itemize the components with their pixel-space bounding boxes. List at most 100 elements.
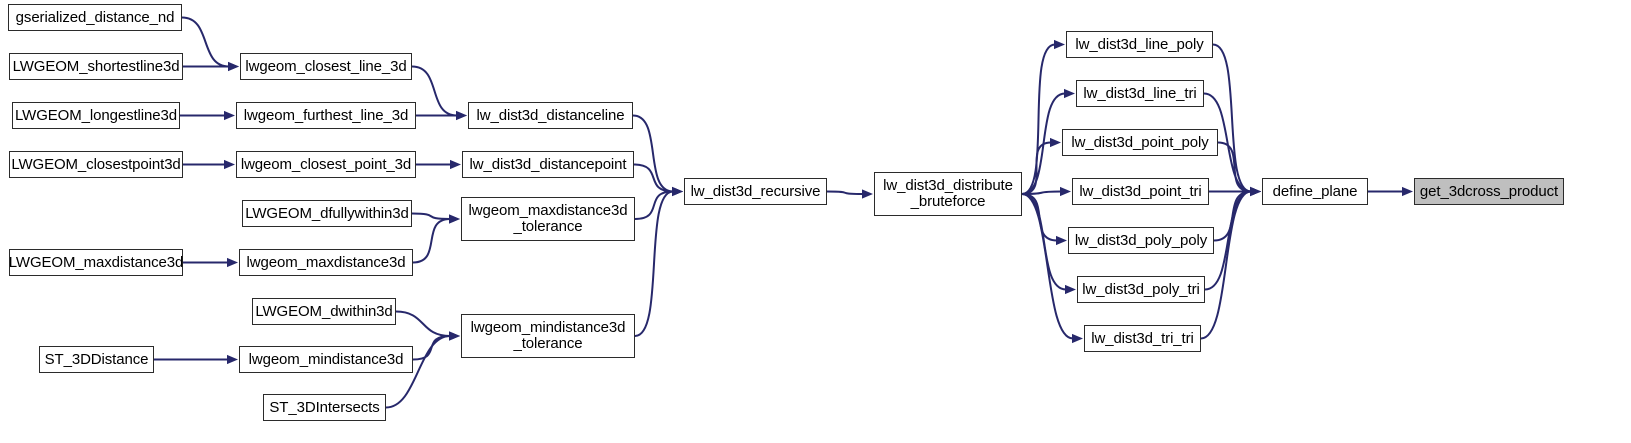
graph-edge-lwgeom_maxdistance3d_tolerance-to-lw_dist3d_recursive xyxy=(634,186,683,220)
edge-line xyxy=(412,335,451,361)
graph-edge-lw_dist3d_tri_tri-to-define_plane xyxy=(1200,186,1261,340)
edge-arrowhead-icon xyxy=(1056,235,1067,246)
graph-node-label: lw_dist3d_point_tri xyxy=(1079,182,1202,200)
edge-line xyxy=(1021,190,1062,195)
edge-arrowhead-icon xyxy=(449,331,460,341)
graph-node-label: lw_dist3d_distanceline xyxy=(476,106,625,124)
graph-node-label: lw_dist3d_line_tri xyxy=(1083,84,1197,102)
graph-edge-LWGEOM_dwithin3d-to-lwgeom_mindistance3d_tolerance xyxy=(395,310,460,341)
graph-edge-define_plane-to-get_3dcross_product xyxy=(1368,186,1413,197)
edge-line xyxy=(395,310,451,337)
graph-node-lw_dist3d_line_tri[interactable]: lw_dist3d_line_tri xyxy=(1076,80,1204,107)
graph-node-lwgeom_furthest_line_3d[interactable]: lwgeom_furthest_line_3d xyxy=(236,102,416,129)
edge-line xyxy=(411,65,458,117)
edge-arrowhead-icon xyxy=(1064,88,1075,99)
edge-line xyxy=(1217,141,1252,193)
edge-arrowhead-icon xyxy=(1402,186,1413,197)
graph-edge-lw_dist3d_distribute_bruteforce-to-lw_dist3d_line_poly xyxy=(1021,39,1065,195)
edge-arrowhead-icon xyxy=(1250,186,1261,197)
graph-node-define_plane[interactable]: define_plane xyxy=(1262,178,1368,205)
graph-node-LWGEOM_maxdistance3d[interactable]: LWGEOM_maxdistance3d xyxy=(9,249,183,276)
edge-arrowhead-icon xyxy=(1054,39,1065,50)
edge-arrowhead-icon xyxy=(449,331,460,341)
graph-node-label: lwgeom_closest_line_3d xyxy=(245,57,407,75)
graph-node-get_3dcross_product[interactable]: get_3dcross_product xyxy=(1414,178,1564,205)
graph-node-lw_dist3d_point_poly[interactable]: lw_dist3d_point_poly xyxy=(1062,129,1218,156)
graph-edge-lw_dist3d_distanceline-to-lw_dist3d_recursive xyxy=(632,114,683,197)
edge-line xyxy=(1021,193,1058,242)
graph-edge-LWGEOM_maxdistance3d-to-lwgeom_maxdistance3d xyxy=(183,257,238,268)
edge-line xyxy=(181,16,230,68)
graph-node-lw_dist3d_poly_tri[interactable]: lw_dist3d_poly_tri xyxy=(1077,276,1205,303)
graph-node-lwgeom_closest_point_3d[interactable]: lwgeom_closest_point_3d xyxy=(236,151,416,178)
graph-node-LWGEOM_longestline3d[interactable]: LWGEOM_longestline3d xyxy=(12,102,180,129)
graph-node-LWGEOM_dwithin3d[interactable]: LWGEOM_dwithin3d xyxy=(252,298,396,325)
edge-arrowhead-icon xyxy=(1250,186,1261,197)
graph-node-lwgeom_mindistance3d[interactable]: lwgeom_mindistance3d xyxy=(239,346,413,373)
edge-line xyxy=(1021,141,1052,195)
graph-node-label: lw_dist3d_recursive xyxy=(690,182,821,200)
graph-node-lw_dist3d_distanceline[interactable]: lw_dist3d_distanceline xyxy=(468,102,633,129)
edge-line xyxy=(1200,190,1252,340)
edge-arrowhead-icon xyxy=(449,214,460,224)
graph-node-lw_dist3d_tri_tri[interactable]: lw_dist3d_tri_tri xyxy=(1084,325,1201,352)
graph-node-ST_3DIntersects[interactable]: ST_3DIntersects xyxy=(263,394,386,421)
graph-node-gserialized_distance_nd[interactable]: gserialized_distance_nd xyxy=(8,4,182,31)
graph-node-LWGEOM_dfullywithin3d[interactable]: LWGEOM_dfullywithin3d xyxy=(242,200,412,227)
graph-node-lwgeom_maxdistance3d[interactable]: lwgeom_maxdistance3d xyxy=(239,249,413,276)
graph-edge-lw_dist3d_distribute_bruteforce-to-lw_dist3d_point_tri xyxy=(1021,186,1071,197)
graph-node-LWGEOM_closestpoint3d[interactable]: LWGEOM_closestpoint3d xyxy=(9,151,183,178)
edge-arrowhead-icon xyxy=(672,186,683,197)
graph-node-label: lwgeom_maxdistance3d _tolerance xyxy=(468,202,628,235)
edge-line xyxy=(411,212,451,220)
graph-edge-lwgeom_maxdistance3d-to-lwgeom_maxdistance3d_tolerance xyxy=(412,214,460,264)
edge-arrowhead-icon xyxy=(862,189,873,199)
edge-arrowhead-icon xyxy=(456,110,467,121)
graph-node-label: lw_dist3d_tri_tri xyxy=(1091,329,1194,347)
edge-arrowhead-icon xyxy=(449,331,460,341)
graph-node-lwgeom_closest_line_3d[interactable]: lwgeom_closest_line_3d xyxy=(240,53,412,80)
graph-edge-lw_dist3d_recursive-to-lw_dist3d_distribute_bruteforce xyxy=(826,189,873,199)
edge-arrowhead-icon xyxy=(672,186,683,197)
edge-arrowhead-icon xyxy=(1250,186,1261,197)
graph-edge-lw_dist3d_distancepoint-to-lw_dist3d_recursive xyxy=(633,163,683,197)
graph-edge-lwgeom_furthest_line_3d-to-lw_dist3d_distanceline xyxy=(416,110,467,121)
graph-node-lw_dist3d_distribute_bruteforce[interactable]: lw_dist3d_distribute _bruteforce xyxy=(874,172,1022,216)
graph-edge-lw_dist3d_poly_poly-to-define_plane xyxy=(1213,186,1261,242)
edge-arrowhead-icon xyxy=(672,186,683,197)
graph-node-label: LWGEOM_dwithin3d xyxy=(255,302,393,320)
graph-node-label: lw_dist3d_distribute _bruteforce xyxy=(883,177,1013,210)
graph-edge-LWGEOM_longestline3d-to-lwgeom_furthest_line_3d xyxy=(180,110,235,121)
edge-line xyxy=(1021,193,1074,340)
graph-node-lw_dist3d_line_poly[interactable]: lw_dist3d_line_poly xyxy=(1066,31,1213,58)
graph-node-label: gserialized_distance_nd xyxy=(15,8,175,26)
edge-line xyxy=(1021,92,1066,195)
graph-edge-lwgeom_mindistance3d-to-lwgeom_mindistance3d_tolerance xyxy=(412,331,460,361)
edge-line xyxy=(634,190,674,337)
graph-edge-lwgeom_closest_point_3d-to-lw_dist3d_distancepoint xyxy=(416,159,461,170)
graph-node-lwgeom_maxdistance3d_tolerance[interactable]: lwgeom_maxdistance3d _tolerance xyxy=(461,197,635,241)
graph-node-ST_3DDistance[interactable]: ST_3DDistance xyxy=(39,346,154,373)
graph-node-lw_dist3d_poly_poly[interactable]: lw_dist3d_poly_poly xyxy=(1068,227,1214,254)
graph-node-label: LWGEOM_longestline3d xyxy=(15,106,177,124)
graph-node-label: LWGEOM_maxdistance3d xyxy=(8,253,184,271)
graph-node-label: lwgeom_closest_point_3d xyxy=(240,155,412,173)
graph-node-lw_dist3d_point_tri[interactable]: lw_dist3d_point_tri xyxy=(1072,178,1209,205)
graph-edge-lw_dist3d_line_poly-to-define_plane xyxy=(1212,43,1261,197)
edge-arrowhead-icon xyxy=(1250,186,1261,197)
edge-arrowhead-icon xyxy=(224,159,235,170)
edge-arrowhead-icon xyxy=(450,159,461,170)
edge-arrowhead-icon xyxy=(228,61,239,72)
graph-node-lw_dist3d_recursive[interactable]: lw_dist3d_recursive xyxy=(684,178,827,205)
graph-node-LWGEOM_shortestline3d[interactable]: LWGEOM_shortestline3d xyxy=(9,53,183,80)
edge-arrowhead-icon xyxy=(224,110,235,121)
graph-node-label: lwgeom_mindistance3d xyxy=(248,350,404,368)
graph-node-label: ST_3DDistance xyxy=(44,350,149,368)
graph-node-lw_dist3d_distancepoint[interactable]: lw_dist3d_distancepoint xyxy=(462,151,634,178)
graph-edge-LWGEOM_dfullywithin3d-to-lwgeom_maxdistance3d_tolerance xyxy=(411,212,460,224)
edge-line xyxy=(826,190,864,195)
graph-node-lwgeom_mindistance3d_tolerance[interactable]: lwgeom_mindistance3d _tolerance xyxy=(461,314,635,358)
edge-arrowhead-icon xyxy=(1250,186,1261,197)
graph-edge-gserialized_distance_nd-to-lwgeom_closest_line_3d xyxy=(181,16,239,72)
edge-line xyxy=(1213,190,1252,242)
